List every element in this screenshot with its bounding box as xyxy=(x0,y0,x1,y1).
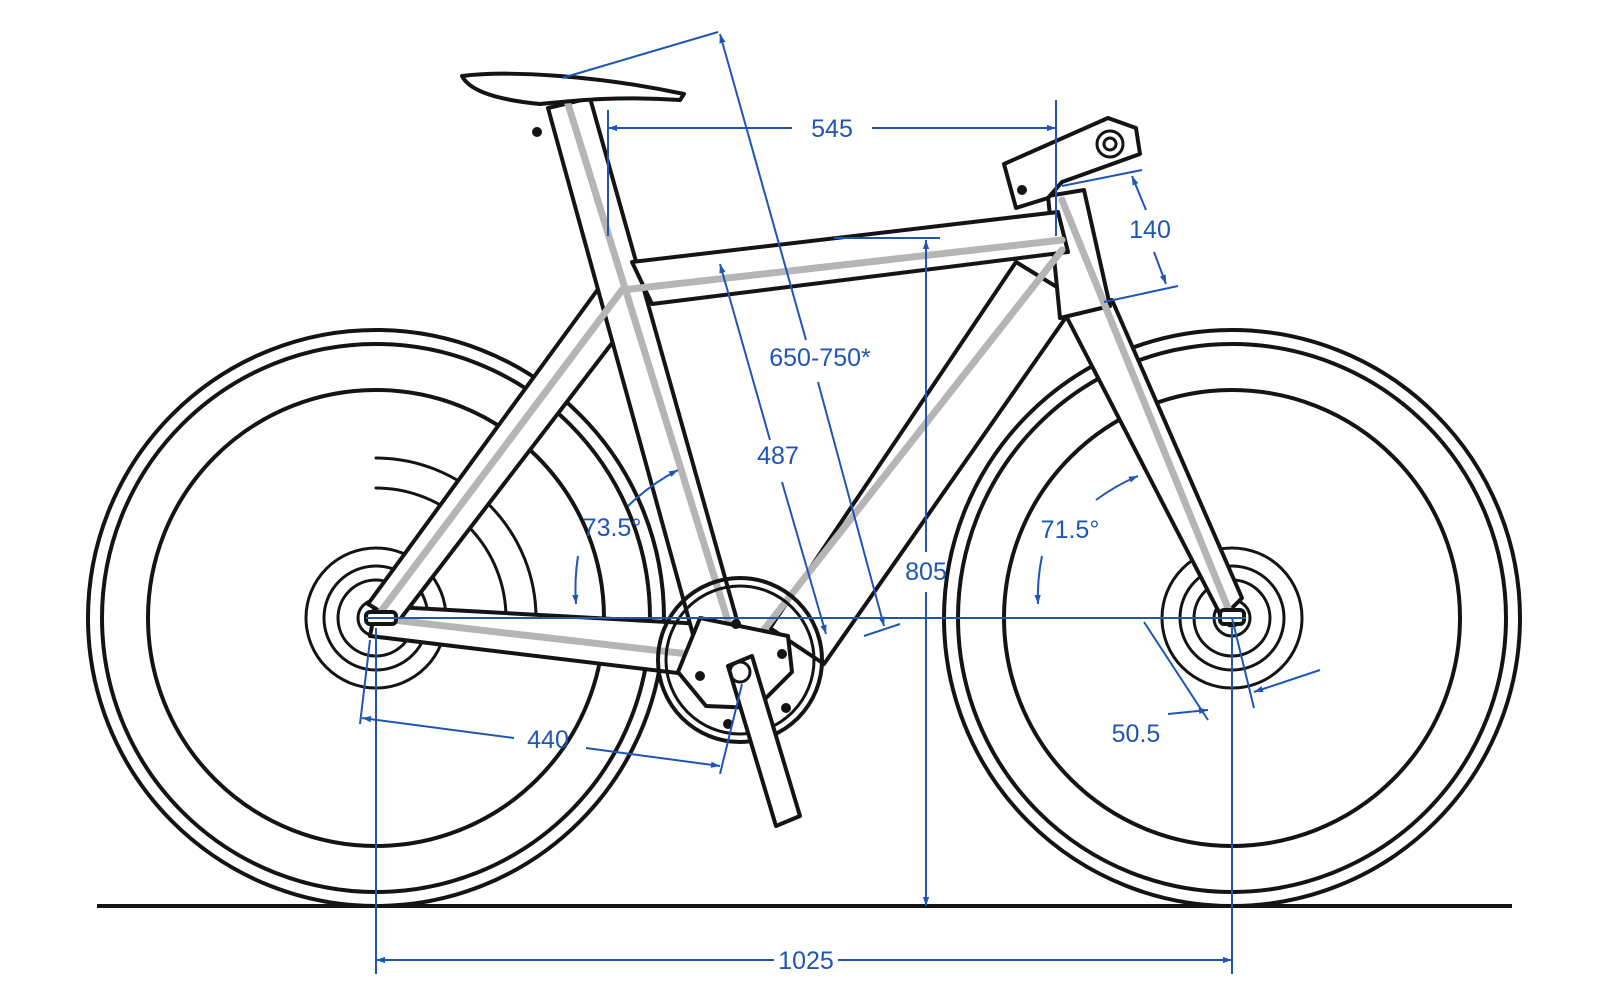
head-angle-label: 71.5° xyxy=(1041,516,1100,544)
seat-tube-label: 487 xyxy=(757,442,799,470)
crankset xyxy=(656,576,824,828)
seat-tube-dimension: 487 xyxy=(719,263,827,635)
head-tube-label: 140 xyxy=(1129,216,1171,244)
stack-label: 650-750* xyxy=(769,344,871,372)
fork-offset-dimension: 50.5 xyxy=(1112,617,1321,748)
crank-arm xyxy=(726,654,802,828)
bb-height-dimension: 805 xyxy=(834,237,947,906)
seat-angle-label: 73.5° xyxy=(583,514,642,542)
frame-centerlines xyxy=(372,100,1236,664)
head-tube-dimension: 140 xyxy=(1061,169,1179,303)
fork-offset-label: 50.5 xyxy=(1112,720,1161,748)
wheelbase-label: 1025 xyxy=(778,947,834,975)
saddle xyxy=(460,71,686,137)
bb-height-label: 805 xyxy=(905,558,947,586)
chainstay-dimension: 440 xyxy=(359,639,743,775)
stem xyxy=(1002,116,1142,210)
top-tube-label: 545 xyxy=(811,115,853,143)
top-tube-dimension: 545 xyxy=(607,100,1057,236)
chainstay-label: 440 xyxy=(527,726,569,754)
seat-angle-dimension: 73.5° xyxy=(572,469,679,605)
head-angle-dimension: 71.5° xyxy=(1034,475,1139,605)
stack-dimension: 650-750* xyxy=(561,31,901,637)
wheelbase-dimension: 1025 xyxy=(375,628,1233,975)
frame xyxy=(366,96,1244,682)
